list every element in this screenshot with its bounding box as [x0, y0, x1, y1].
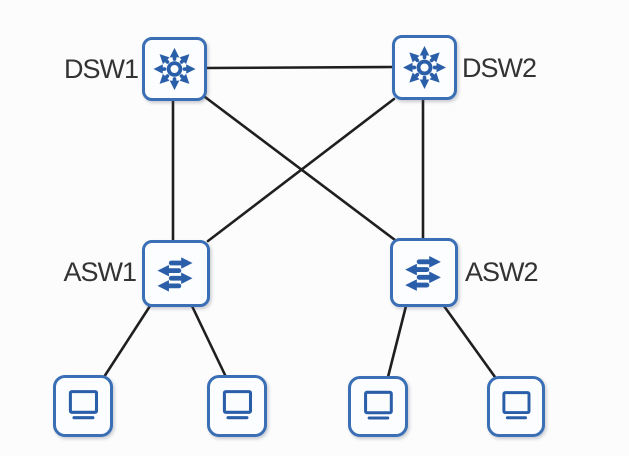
node-label-asw1: ASW1	[63, 257, 137, 287]
node-asw2	[390, 238, 458, 307]
pc-icon	[364, 390, 393, 420]
multilayer-switch-icon	[153, 47, 196, 91]
node-asw1	[142, 240, 210, 307]
node-pc1	[53, 375, 113, 437]
link-DSW1-ASW2	[203, 95, 397, 242]
node-label-dsw2: DSW2	[462, 53, 537, 83]
link-ASW2-PC3	[386, 304, 408, 379]
pc-icon	[502, 391, 531, 420]
node-pc4	[487, 376, 545, 437]
node-pc3	[348, 376, 408, 437]
node-label-asw2: ASW2	[465, 257, 539, 287]
link-DSW2-ASW1	[206, 97, 396, 243]
node-dsw1	[142, 37, 207, 101]
link-DSW1-DSW2	[204, 65, 395, 70]
link-ASW2-PC4	[442, 304, 497, 379]
node-dsw2	[392, 35, 457, 100]
workgroup-switch-icon	[405, 256, 441, 291]
workgroup-switch-icon	[157, 257, 193, 292]
link-ASW1-PC2	[190, 304, 228, 379]
node-label-dsw1: DSW1	[63, 54, 139, 84]
node-pc2	[207, 375, 267, 437]
pc-icon	[68, 390, 99, 420]
pc-icon	[222, 390, 253, 420]
multilayer-switch-icon	[403, 46, 446, 89]
link-ASW1-PC1	[102, 304, 152, 379]
